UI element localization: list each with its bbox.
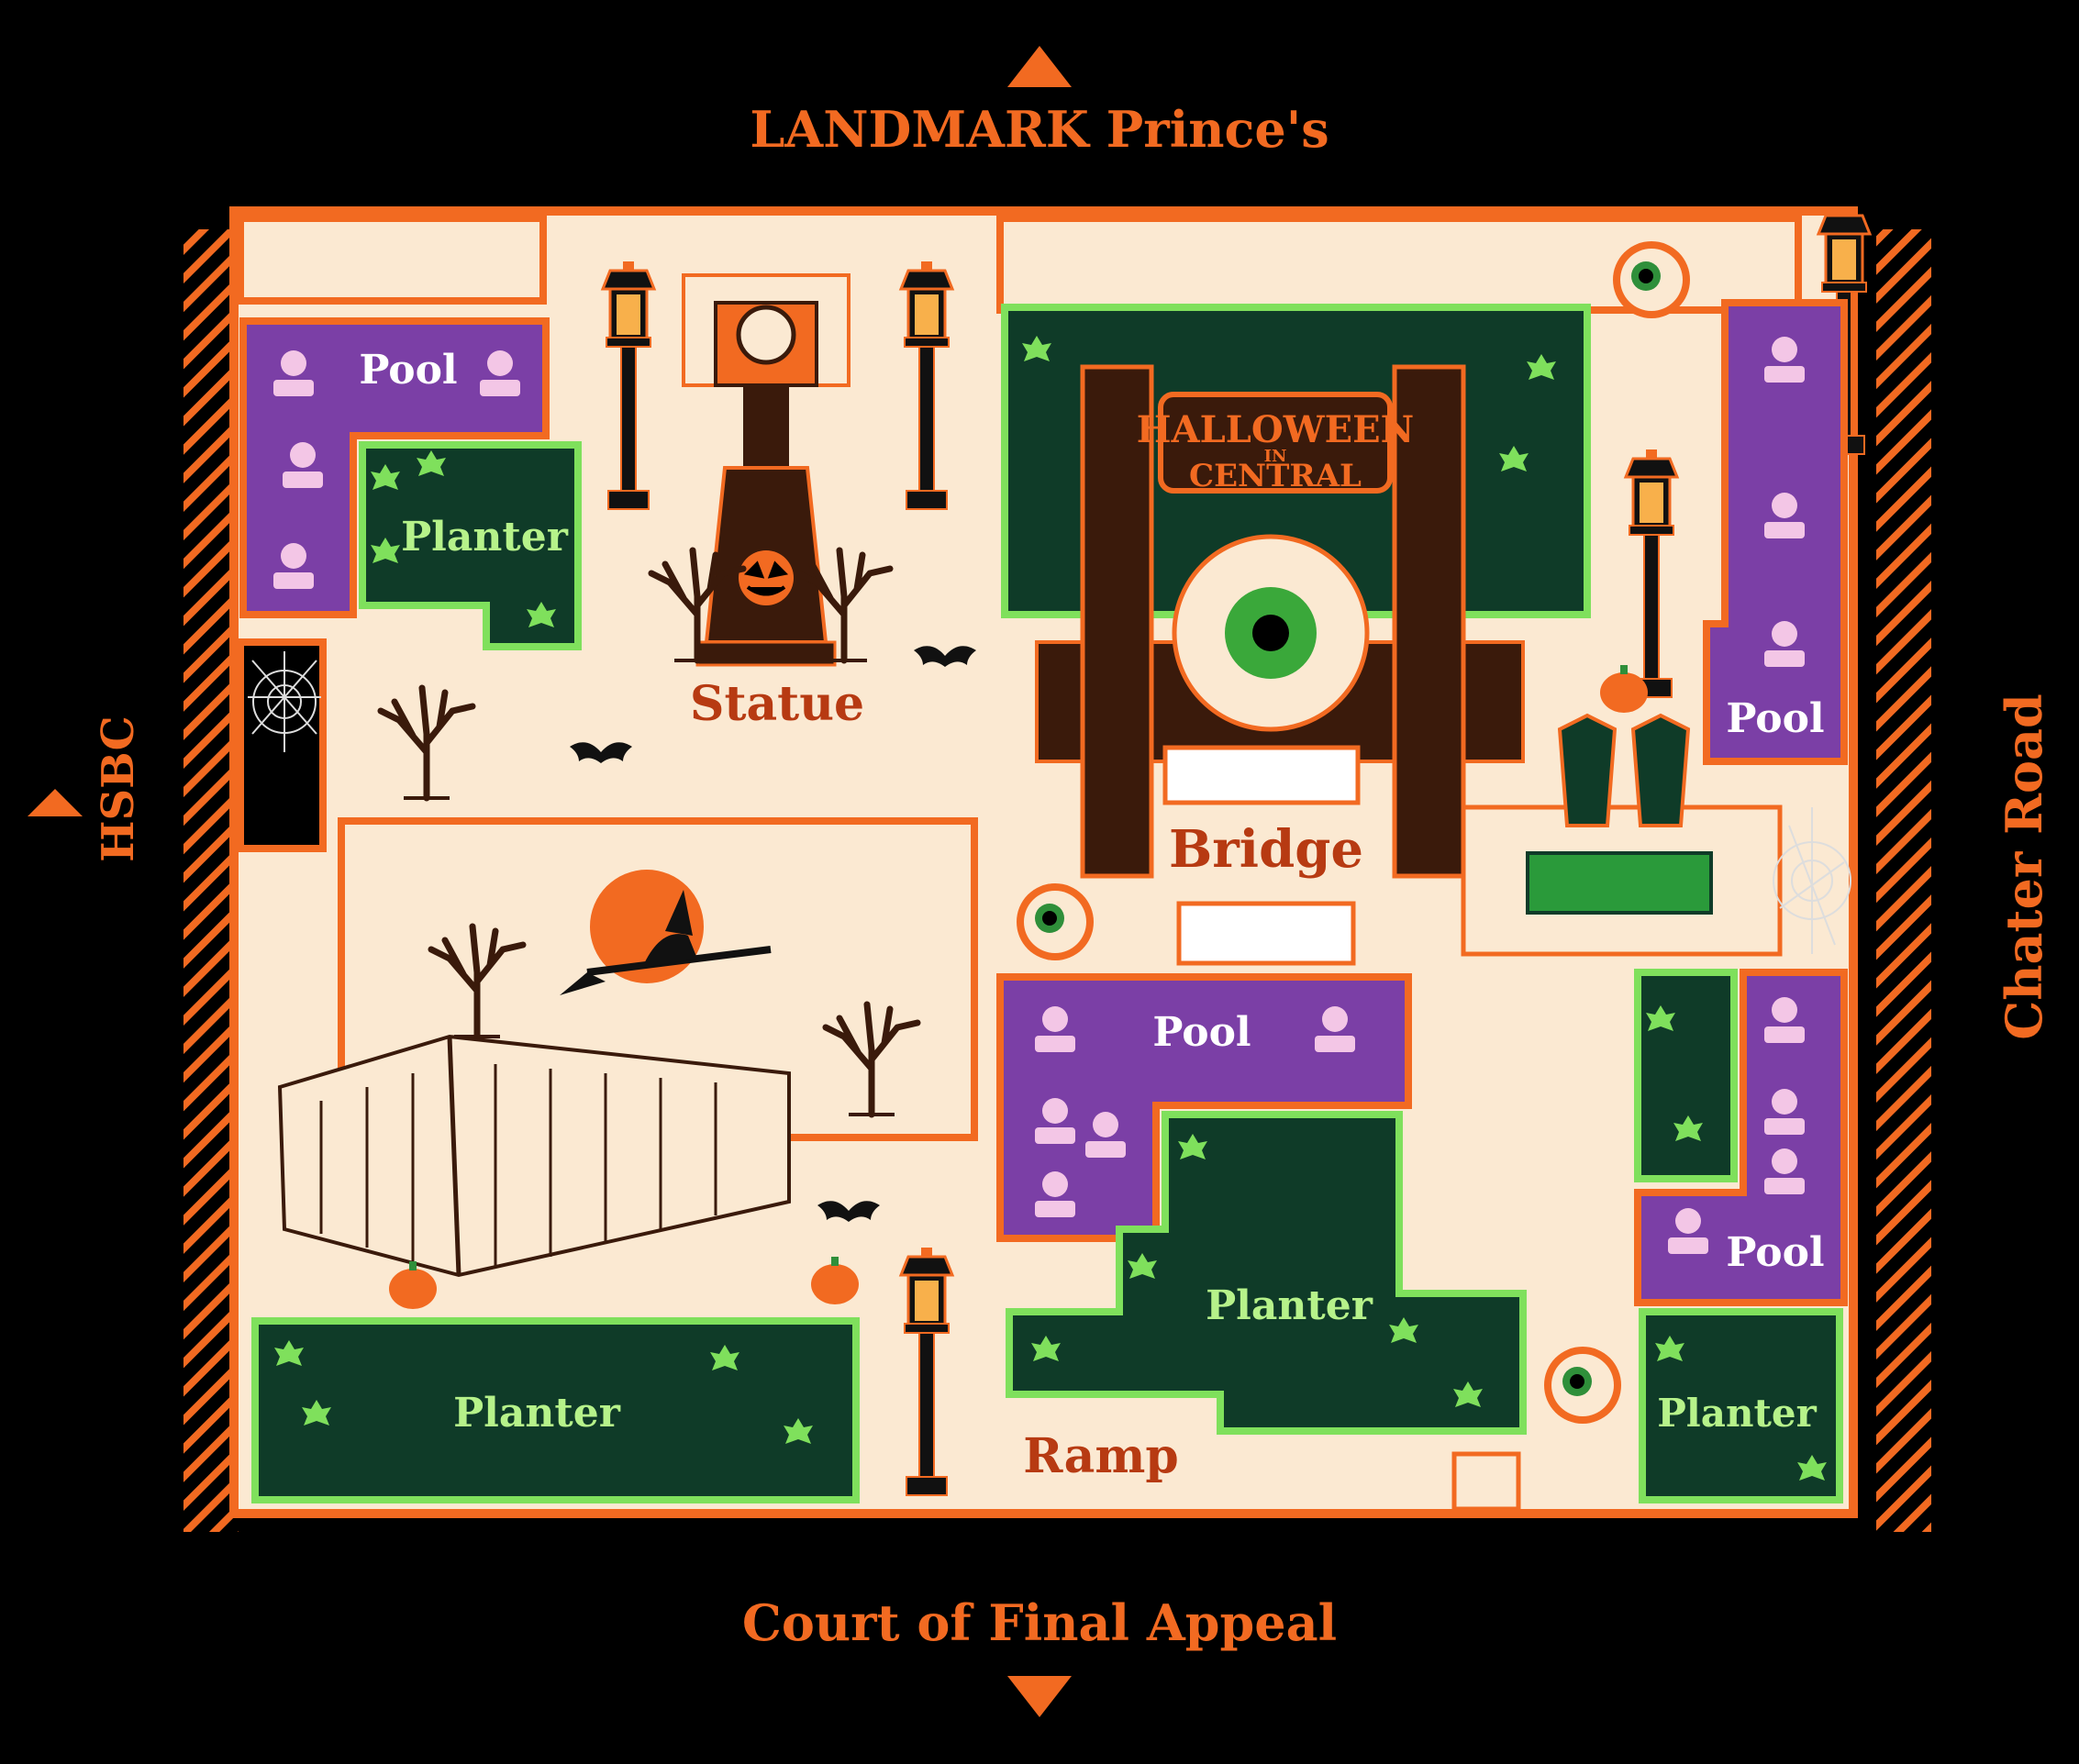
ramp-label: Ramp xyxy=(1023,1428,1178,1484)
west-arrow-icon xyxy=(28,789,83,816)
direction-south: Court of Final Appeal xyxy=(742,1593,1337,1652)
pool-nw xyxy=(239,317,550,618)
planter-se-label: Planter xyxy=(1657,1391,1817,1436)
pool-center-label: Pool xyxy=(1152,1009,1251,1056)
sign-in: IN xyxy=(1264,447,1287,466)
ramp-rails xyxy=(1451,1451,1521,1512)
eyeball-icon xyxy=(1017,883,1094,960)
direction-west: HSBC xyxy=(93,716,144,862)
west-web-panel xyxy=(237,638,327,852)
planter-sw xyxy=(251,1317,860,1503)
cage-icon xyxy=(277,1034,791,1278)
pool-se-label: Pool xyxy=(1726,1229,1824,1276)
bridge-step-bottom xyxy=(1176,901,1356,966)
direction-north: LANDMARK Prince's xyxy=(750,100,1329,159)
direction-east: Chater Road xyxy=(1995,693,2053,1039)
pool-center xyxy=(996,973,1412,1242)
bridge-step-top xyxy=(1162,745,1361,805)
planter-nw xyxy=(359,441,582,650)
spiderweb-icon xyxy=(1773,807,1851,954)
eyeball-icon xyxy=(1544,1347,1621,1424)
sign-central: CENTRAL xyxy=(1189,458,1362,494)
statue-label: Statue xyxy=(690,676,864,732)
coffin-stage-icon xyxy=(1461,713,1783,957)
wall-east xyxy=(1876,229,1931,1532)
planter-sw-label: Planter xyxy=(453,1390,621,1437)
north-arrow-icon xyxy=(1007,46,1072,87)
bridge-label: Bridge xyxy=(1169,819,1363,880)
giant-eyeball-icon xyxy=(1172,534,1370,732)
pool-nw-label: Pool xyxy=(359,347,457,394)
planter-center-label: Planter xyxy=(1206,1282,1373,1329)
top-left-panel xyxy=(237,215,547,305)
eyeball-icon xyxy=(1613,241,1690,318)
sign-halloween: HALLOWEEN xyxy=(1137,408,1414,451)
planter-center xyxy=(1006,1111,1527,1435)
pool-east-label: Pool xyxy=(1726,695,1824,742)
spiderweb-icon xyxy=(248,651,321,752)
planter-nw-label: Planter xyxy=(401,514,569,560)
planter-east-strip xyxy=(1634,969,1738,1182)
witch-icon xyxy=(560,890,772,995)
south-arrow-icon xyxy=(1007,1676,1072,1717)
